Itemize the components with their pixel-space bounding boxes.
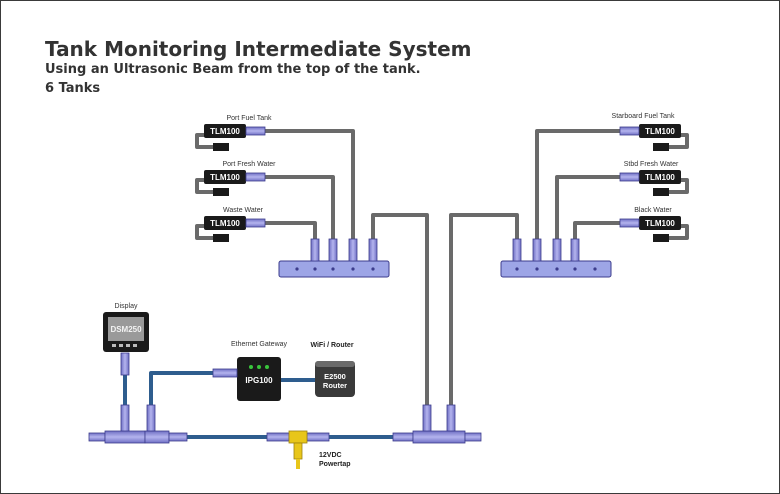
right-manifold-connectors xyxy=(512,238,580,262)
right-manifold xyxy=(500,260,612,278)
sensor-waste-water[interactable]: Waste Water TLM100 xyxy=(204,207,266,242)
sensor-port-fresh-water[interactable]: Port Fresh Water TLM100 xyxy=(204,161,276,196)
left-sensor-cables xyxy=(195,129,355,240)
ethernet-gateway-ipg100[interactable]: Ethernet Gateway IPG100 xyxy=(212,341,288,401)
page-title: Tank Monitoring Intermediate System xyxy=(45,37,472,61)
tank-count: 6 Tanks xyxy=(45,81,101,96)
sensor-label: Waste Water xyxy=(223,207,264,214)
sensor-label: Starboard Fuel Tank xyxy=(612,113,675,120)
powertap-12vdc[interactable]: 12VDC Powertap xyxy=(288,430,351,469)
sensor-device: TLM100 xyxy=(210,219,240,228)
sensor-port-fuel[interactable]: Port Fuel Tank TLM100 xyxy=(204,115,272,151)
sensor-label: Black Water xyxy=(634,207,672,214)
sensor-device: TLM100 xyxy=(645,173,675,182)
display-dsm250[interactable]: Display DSM250 xyxy=(103,303,149,376)
backbone-connectors xyxy=(88,404,482,444)
left-manifold xyxy=(278,260,390,278)
page-subtitle: Using an Ultrasonic Beam from the top of… xyxy=(45,62,421,77)
display-device: DSM250 xyxy=(110,325,142,334)
left-manifold-connectors xyxy=(310,238,378,262)
display-label: Display xyxy=(115,303,138,310)
sensor-device: TLM100 xyxy=(210,173,240,182)
sensor-device: TLM100 xyxy=(210,127,240,136)
sensor-device: TLM100 xyxy=(645,127,675,136)
sensor-device: TLM100 xyxy=(645,219,675,228)
sensor-stbd-fresh-water[interactable]: Stbd Fresh Water TLM100 xyxy=(619,161,681,196)
sensor-label: Stbd Fresh Water xyxy=(624,161,679,168)
manifold-trunk-cables xyxy=(371,213,519,405)
gateway-device: IPG100 xyxy=(245,376,273,385)
router-label: WiFi / Router xyxy=(310,342,353,349)
sensor-label: Port Fresh Water xyxy=(222,161,276,168)
router-line1: E2500 xyxy=(324,372,346,381)
powertap-line2: Powertap xyxy=(319,461,351,468)
router-line2: Router xyxy=(323,381,347,390)
sensor-starboard-fuel[interactable]: Starboard Fuel Tank TLM100 xyxy=(612,113,681,151)
gateway-label: Ethernet Gateway xyxy=(231,341,288,348)
powertap-line1: 12VDC xyxy=(319,452,342,459)
right-sensor-cables xyxy=(535,129,689,240)
sensor-label: Port Fuel Tank xyxy=(226,115,272,122)
sensor-black-water[interactable]: Black Water TLM100 xyxy=(619,207,681,242)
router-e2500[interactable]: WiFi / Router E2500 Router xyxy=(310,342,355,397)
